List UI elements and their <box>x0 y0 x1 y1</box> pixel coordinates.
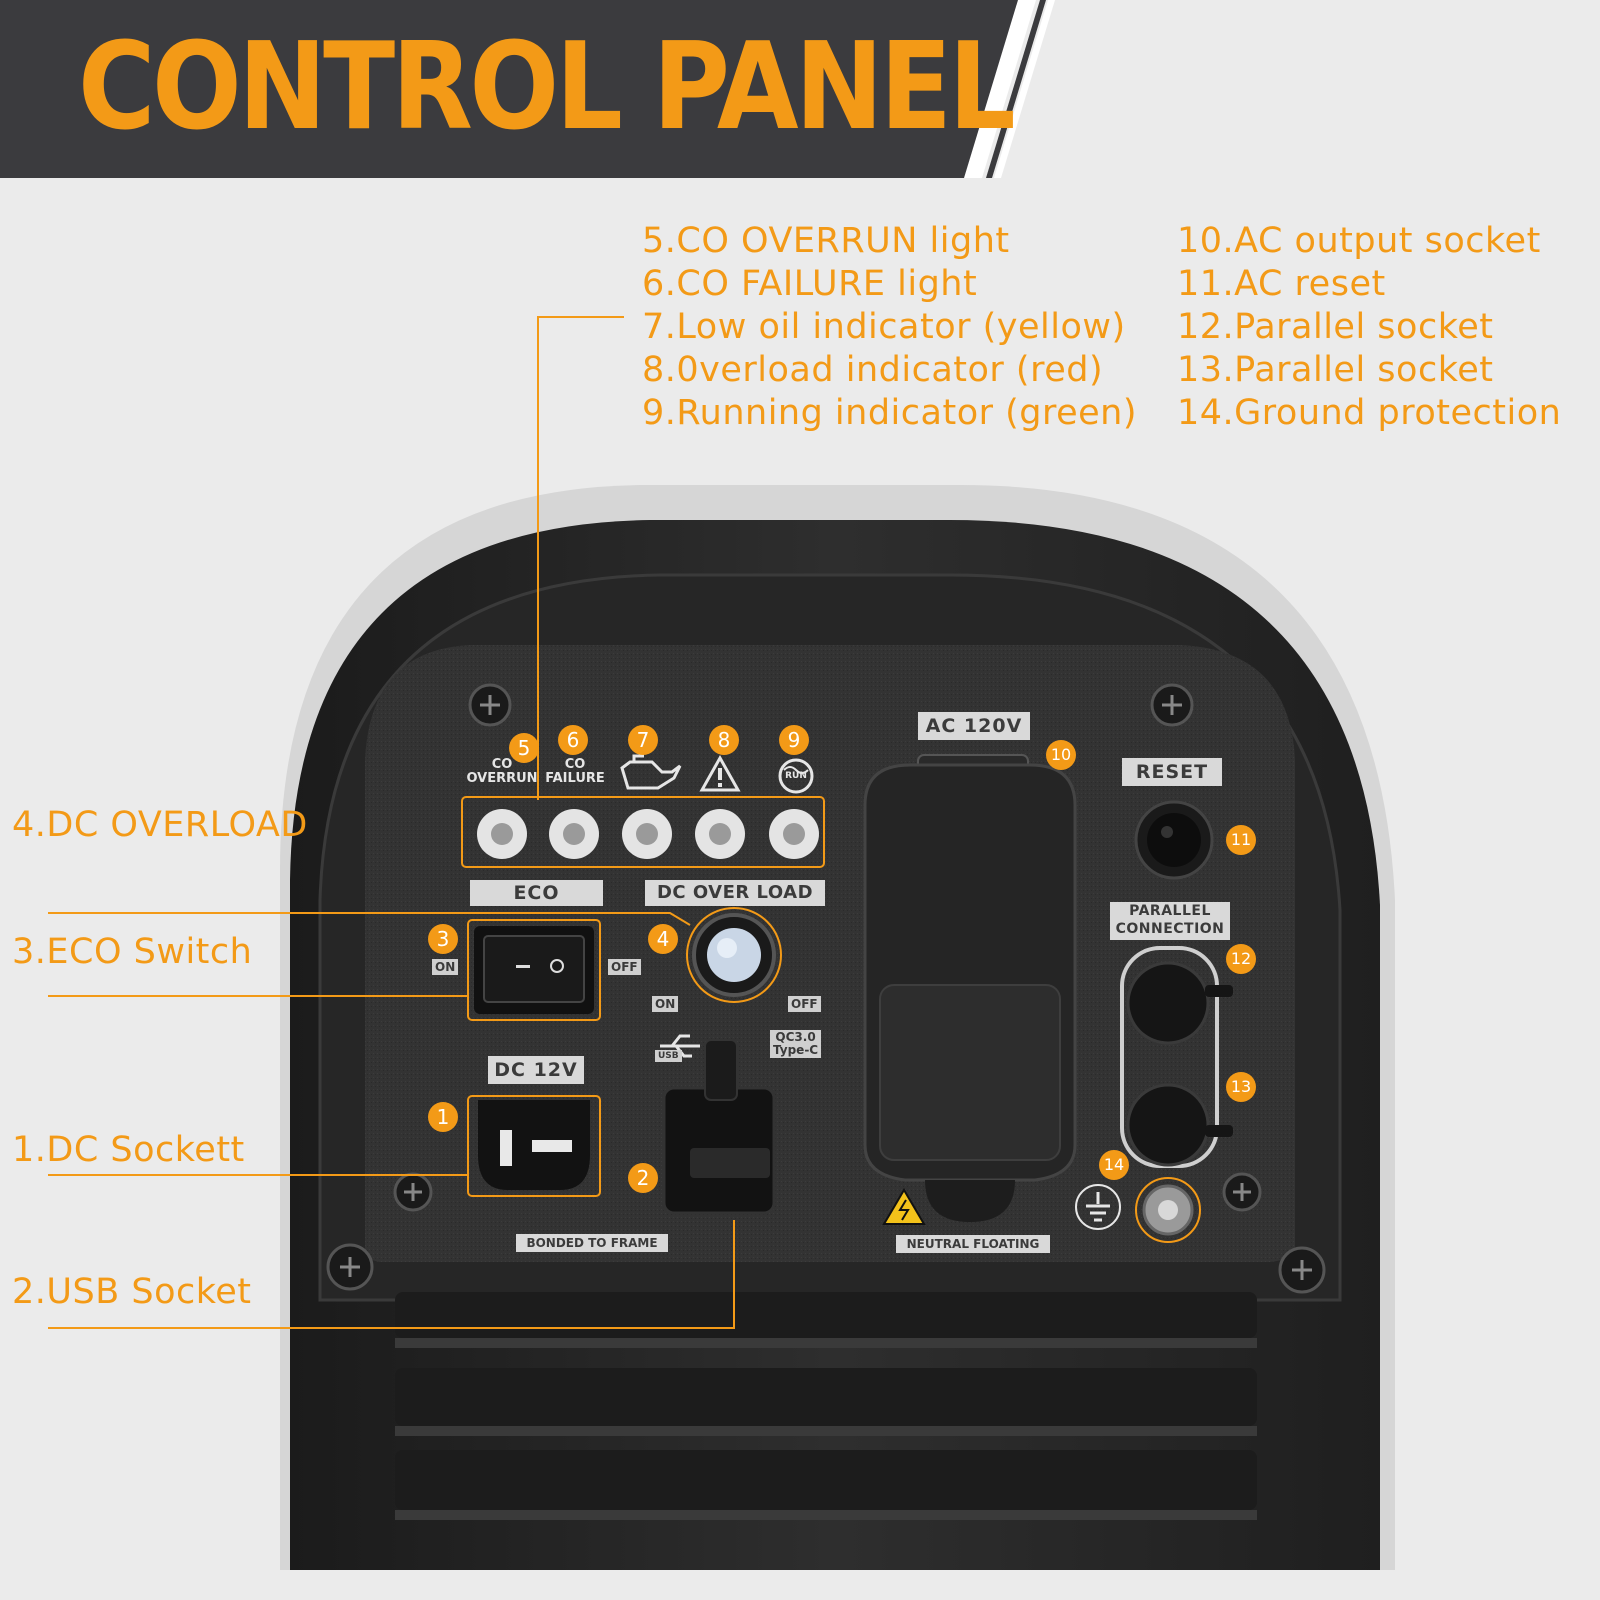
page-title: CONTROL PANEL <box>78 18 1016 157</box>
dc-on-label: ON <box>652 996 679 1012</box>
dc-overload-ring <box>686 907 782 1003</box>
label-usb-socket: 2.USB Socket <box>12 1272 252 1312</box>
dc-socket-frame <box>467 1095 601 1197</box>
callout-badge: 12 <box>1226 944 1256 974</box>
usb-label: USB <box>655 1050 682 1062</box>
callout-badge: 8 <box>709 725 739 755</box>
eco-switch-frame <box>467 919 601 1021</box>
legend-item: 10.AC output socket <box>1177 221 1541 261</box>
ground-terminal-ring <box>1135 1177 1201 1243</box>
callout-badge: 14 <box>1099 1150 1129 1180</box>
legend-list-sockets: 10.AC output socket 11.AC reset 12.Paral… <box>1177 220 1561 435</box>
legend-item: 13.Parallel socket <box>1177 350 1494 390</box>
legend-item: 6.CO FAILURE light <box>642 264 978 304</box>
parallel-socket-13 <box>1126 1083 1210 1167</box>
callout-badge: 6 <box>558 725 588 755</box>
indicator-lights <box>477 809 819 859</box>
callout-badge: 13 <box>1226 1072 1256 1102</box>
co-overrun-label: CO OVERRUN <box>466 757 538 786</box>
callout-badge: 1 <box>428 1102 458 1132</box>
header-banner: CONTROL PANEL <box>0 0 1600 178</box>
dc-off-label: OFF <box>788 996 821 1012</box>
legend-item: 14.Ground protection <box>1177 393 1562 433</box>
banner-background <box>0 0 1055 178</box>
label-eco-switch: 3.ECO Switch <box>12 932 253 972</box>
co-failure-label: CO FAILURE <box>545 757 605 786</box>
neutral-floating-label: NEUTRAL FLOATING <box>896 1235 1050 1253</box>
dc-overload-label: DC OVER LOAD <box>645 880 825 906</box>
run-icon <box>778 758 814 794</box>
legend-item: 12.Parallel socket <box>1177 307 1494 347</box>
warning-icon <box>699 754 741 792</box>
indicator-frame <box>461 796 825 868</box>
oil-can-icon <box>620 754 682 790</box>
reset-button <box>1147 813 1201 867</box>
callout-badge: 11 <box>1226 825 1256 855</box>
callout-badge: 2 <box>628 1163 658 1193</box>
eco-on-label: ON <box>432 959 459 975</box>
run-label: RUN <box>785 771 807 781</box>
reset-label: RESET <box>1122 758 1222 786</box>
callout-badge: 4 <box>648 924 678 954</box>
callout-badge: 3 <box>428 924 458 954</box>
qc-label: QC3.0 Type-C <box>770 1030 822 1058</box>
usb-icon <box>660 1034 700 1058</box>
vent-slats <box>395 1292 1257 1520</box>
callout-badge: 7 <box>628 725 658 755</box>
high-voltage-icon <box>882 1188 926 1225</box>
callout-badge: 9 <box>779 725 809 755</box>
label-dc-overload: 4.DC OVERLOAD <box>12 805 308 845</box>
legend-list-indicators: 5.CO OVERRUN light 6.CO FAILURE light 7.… <box>642 220 1137 435</box>
legend-item: 7.Low oil indicator (yellow) <box>642 307 1126 347</box>
eco-label: ECO <box>470 880 603 906</box>
legend-item: 5.CO OVERRUN light <box>642 221 1010 261</box>
parallel-connection-label: PARALLEL CONNECTION <box>1110 902 1230 940</box>
parallel-socket-12 <box>1126 961 1210 1045</box>
legend-item: 11.AC reset <box>1177 264 1386 304</box>
ground-icon <box>1075 1184 1121 1230</box>
leader-lines <box>48 316 735 1329</box>
dc12v-label: DC 12V <box>488 1056 584 1084</box>
ac120v-label: AC 120V <box>918 712 1030 740</box>
legend-item: 9.Running indicator (green) <box>642 393 1138 433</box>
legend-item: 8.0verload indicator (red) <box>642 350 1104 390</box>
label-dc-socket: 1.DC Sockett <box>12 1130 245 1170</box>
bonded-label: BONDED TO FRAME <box>516 1234 668 1252</box>
eco-off-label: OFF <box>608 959 641 975</box>
callout-badge: 5 <box>509 733 539 763</box>
callout-badge: 10 <box>1046 740 1076 770</box>
